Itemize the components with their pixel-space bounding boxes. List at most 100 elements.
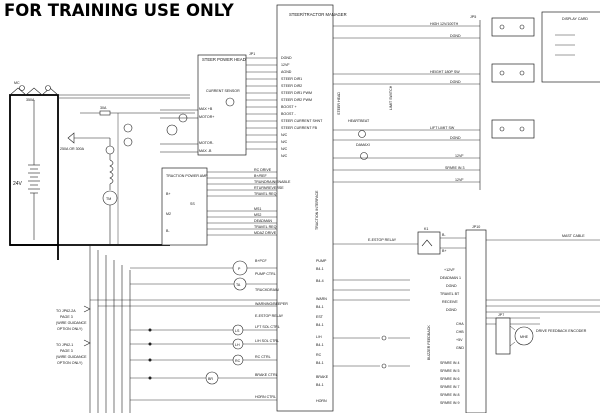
relay-k1-box: [417, 231, 441, 255]
lower-right-3: WARN: [316, 297, 327, 301]
traction-power-amp-block: TRACTION POWER AMP B+ M2 B- SS: [161, 167, 208, 246]
note-b-line2: PAGE 3: [60, 349, 73, 353]
svg-text:M2: M2: [166, 212, 171, 216]
lower-mid-7: RC CTRL: [255, 355, 271, 359]
manager-pin-11: N/C: [281, 133, 288, 137]
display-row-1: DGND: [450, 34, 461, 38]
lh-solenoid-label: LH: [235, 343, 240, 347]
right-mid-row-4: RECEIVE: [442, 300, 458, 304]
lower-right-5: EST: [316, 315, 324, 319]
damaxi-label: DAMAXI: [356, 143, 370, 147]
estop-relay-block: K1 E-ESTOP RELAY B- B+: [333, 227, 470, 255]
right-mid-row-5: DGND: [446, 308, 457, 312]
lower-right-12: B4-1: [316, 383, 324, 387]
spare-row-3: SPARE IN 7: [440, 385, 460, 389]
lower-right-7: L/H: [316, 335, 322, 339]
brake-label: BR: [208, 377, 213, 381]
encoder-label: DRIVE FEEDBACK ENCODER: [536, 329, 587, 333]
svg-text:LIMIT SWITCH: LIMIT SWITCH: [389, 85, 393, 110]
jp62-notes: TO JP62-2A PAGE 3 (WIRE GUIDANCE OPTION …: [56, 305, 91, 365]
note-b-line1: TO JP62-1: [56, 343, 73, 347]
traction-pin-5: MS1: [254, 207, 261, 211]
encoder-icon: [514, 326, 534, 346]
battery-symbol: [28, 100, 40, 240]
traction-motor-label: TM: [106, 197, 111, 201]
steer-pin-1: MOTOR+: [199, 115, 214, 119]
right-mid-row-2: DGND: [446, 284, 457, 288]
spare-row-2: SPARE IN 6: [440, 377, 460, 381]
lower-right-4: B4-1: [316, 305, 324, 309]
steer-pin-3: MAX -B: [199, 149, 212, 153]
lower-vertical-buses: [89, 245, 277, 413]
traction-motor-circuit: TM: [102, 113, 133, 245]
manager-pin-2: AGND: [281, 70, 292, 74]
fuse-250a-label: 250A OR 300A: [60, 147, 85, 151]
display-row-3: DGND: [450, 80, 461, 84]
note-a-line4: OPTION ONLY): [57, 327, 83, 331]
steer-power-head-block: STEER POWER HEAD CURRENT SENSOR MAX +B M…: [160, 54, 247, 156]
display-switch-boxes: [491, 17, 535, 139]
note-a-line3: (WIRE GUIDANCE: [56, 321, 87, 325]
traction-pin-2: TRUNDRAIN/ENABLE: [254, 180, 291, 184]
pump-motor-label: P: [238, 267, 241, 271]
traction-pin-8: TRAVEL REQ: [254, 225, 277, 229]
note-b-line4: OPTION ONLY): [57, 361, 83, 365]
relay-k1-label: K1: [424, 227, 428, 231]
lower-right-13: HORN: [316, 399, 327, 403]
connector-jp1: JP1: [249, 52, 255, 56]
spare-row-5: SPARE IN 9: [440, 401, 460, 405]
steer-tractor-manager-block: STEER/TRACTOR MANAGER: [276, 4, 347, 412]
note-b-line3: (WIRE GUIDANCE: [56, 355, 87, 359]
fuse-350a-label: 350A: [26, 98, 35, 102]
display-row-4: LIFT LIMIT SW: [430, 126, 455, 130]
lower-mid-2: TRUCKDRAIN: [255, 288, 279, 292]
display-card-box: [541, 11, 600, 83]
manager-pin-0: DGND: [281, 56, 292, 60]
manager-left-wires: JP1: [246, 52, 277, 150]
estop-relay-label: E-ESTOP RELAY: [368, 238, 397, 242]
page-title: FOR TRAINING USE ONLY: [4, 1, 235, 20]
current-sensor-icon: [225, 97, 235, 107]
manager-pin-list: DGND 12VF AGND STEER DIR1 STEER DIR2 STE…: [281, 56, 323, 158]
heartbeat-label: HEARTBEAT: [348, 119, 370, 123]
spare-row-1: SPARE IN 5: [440, 369, 460, 373]
traction-pin-4: TRAVEL REQ: [254, 192, 277, 196]
lower-mid-8: BRAKE CTRL: [255, 373, 278, 377]
lower-right-8: B4-1: [316, 343, 324, 347]
display-row-7: SPARE IN 3: [445, 166, 465, 170]
contactor-mc-label: MC: [14, 81, 20, 85]
manager-pin-6: STEER DIR2 PWM: [281, 98, 312, 102]
note-a-line1: TO JP62-2A: [56, 309, 76, 313]
traction-pin-7: DEADMAN: [254, 219, 272, 223]
manager-pin-1: 12VF: [281, 63, 290, 67]
lower-right-2: B4-4: [316, 279, 324, 283]
encoder-row-0: CHA: [456, 322, 464, 326]
traction-pin-1: B+/REF: [254, 174, 267, 178]
connector-jp10: JP10: [472, 225, 480, 229]
manager-pin-7: BOOST +: [281, 105, 297, 109]
lower-right-10: B4-1: [316, 361, 324, 365]
display-row-8: 12VF: [455, 178, 464, 182]
steer-pin-0: MAX +B: [199, 107, 213, 111]
traction-pin-3: RTURNREVERSE: [254, 186, 284, 190]
steer-power-head-box: [197, 54, 247, 156]
lower-mid-0: B+PCF: [255, 259, 267, 263]
lower-right-11: BRAKE: [316, 375, 329, 379]
fuse-30a-label: 30A: [100, 106, 107, 110]
display-row-6: 12VF: [455, 154, 464, 158]
display-card-block: DISPLAY CARD: [541, 11, 600, 83]
damaxi-led-icon: [360, 152, 368, 160]
traction-pin-list: RC DRIVE B+/REF TRUNDRAIN/ENABLE RTURNRE…: [254, 168, 291, 235]
traction-pin-6: MS2: [254, 213, 261, 217]
lower-right-6: B4-1: [316, 323, 324, 327]
connector-jp7: JP7: [498, 313, 504, 317]
drive-encoder-block: BUZZER FEEDBACK JP7 MHE DRIVE FEEDBACK E…: [427, 313, 587, 360]
buzzer-feedback-label: BUZZER FEEDBACK: [427, 325, 431, 360]
right-mid-row-labels: +12VF DEADMAN 1 DGND TRAVEL BT RECEIVE D…: [440, 268, 461, 312]
lift-solenoid-label: LS: [235, 329, 240, 333]
manager-pin-8: BOOST -: [281, 112, 297, 116]
lower-mid-6: L/H SOL CTRL: [255, 339, 279, 343]
steer-head-label: STEER HEAD: [337, 92, 341, 115]
manager-pin-3: STEER DIR1: [281, 77, 302, 81]
